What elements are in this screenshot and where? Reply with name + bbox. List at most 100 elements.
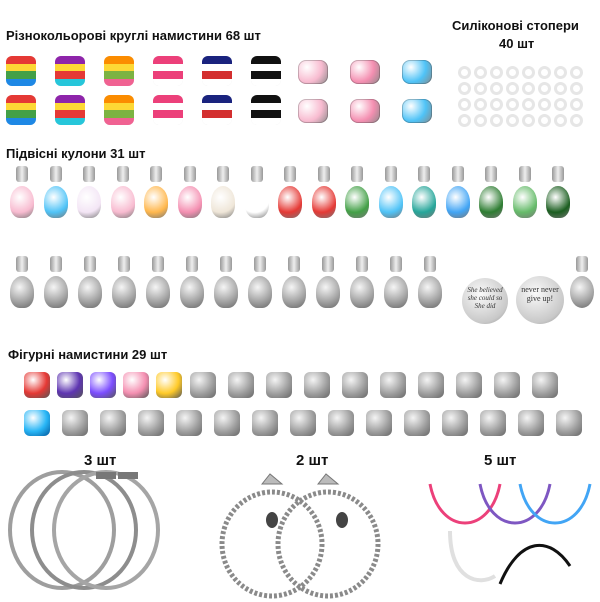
- pendant-body: [384, 276, 408, 308]
- figured-bead: [456, 372, 482, 398]
- bead-stripe: [6, 71, 36, 79]
- pendant-bail: [16, 166, 28, 182]
- pendant-bail: [186, 256, 198, 272]
- silicone-stopper: [490, 82, 503, 95]
- pendant-bail: [183, 166, 196, 182]
- bead-stripe: [202, 56, 232, 64]
- bead-stripe: [55, 71, 85, 79]
- silicone-stopper: [490, 98, 503, 111]
- bangle-2: [30, 470, 138, 590]
- pendant-charm: [142, 166, 170, 228]
- figured-bead: [214, 410, 240, 436]
- silicone-stopper: [474, 98, 487, 111]
- pendant-bail: [384, 166, 397, 182]
- pendant-bail: [451, 166, 464, 182]
- striped-bead: [6, 95, 36, 125]
- bead-stripe: [202, 63, 232, 71]
- bead-stripe: [202, 71, 232, 79]
- silicone-stopper: [554, 114, 567, 127]
- never-give-up-disc-pendant: never never give up!: [516, 276, 564, 324]
- bead-stripe: [251, 71, 281, 79]
- pendant-body: [10, 186, 34, 218]
- bangle-3: [52, 470, 160, 590]
- bead-stripe: [251, 102, 281, 110]
- silicone-stopper: [538, 114, 551, 127]
- silicone-stopper: [506, 114, 519, 127]
- never-give-up-disc-text: never never give up!: [521, 285, 559, 303]
- rhinestone-bead: [402, 60, 432, 84]
- pendant-bail: [356, 256, 368, 272]
- pendant-bail: [150, 166, 162, 182]
- bead-stripe: [153, 117, 183, 125]
- silicone-stopper: [570, 66, 583, 79]
- bead-stripe: [251, 56, 281, 64]
- silicone-stopper: [570, 82, 583, 95]
- pendant-body: [43, 186, 68, 218]
- bead-stripe: [6, 117, 36, 125]
- bead-stripe: [202, 102, 232, 110]
- pendant-body: [244, 186, 269, 218]
- silicone-stoppers-title: Силіконові стопери: [452, 18, 579, 33]
- pendant-body: [445, 186, 470, 218]
- bead-stripe: [6, 95, 36, 103]
- pendant-body: [311, 186, 336, 218]
- pendant-bail: [576, 256, 588, 272]
- pendant-body: [570, 276, 594, 308]
- cord-black: [498, 543, 572, 585]
- pendant-bail: [118, 256, 130, 272]
- pendant-body: [144, 186, 168, 218]
- pendant-body: [112, 276, 136, 308]
- pendant-charm: [42, 166, 70, 228]
- figured-bead: [156, 372, 182, 398]
- bead-stripe: [104, 110, 134, 118]
- silicone-stopper: [458, 98, 471, 111]
- silver-pendant-charm: [178, 256, 206, 318]
- bead-stripe: [6, 102, 36, 110]
- cord-bracelets: [428, 483, 592, 585]
- pendant-body: [77, 186, 101, 218]
- bead-stripe: [202, 110, 232, 118]
- silicone-stopper: [490, 66, 503, 79]
- pendant-body: [214, 276, 238, 308]
- bead-stripe: [251, 95, 281, 103]
- bead-stripe: [153, 95, 183, 103]
- figured-bead: [518, 410, 544, 436]
- believed-disc-text: She believed she could so She did: [467, 286, 503, 310]
- bead-stripe: [153, 78, 183, 86]
- cord-purple: [478, 483, 552, 525]
- bead-stripe: [104, 78, 134, 86]
- silicone-stopper: [538, 98, 551, 111]
- silver-pendant-charm: [416, 256, 444, 318]
- striped-bead: [202, 95, 232, 125]
- pendant-charm: [209, 166, 237, 228]
- bead-stripe: [55, 56, 85, 64]
- striped-bead: [202, 56, 232, 86]
- bead-stripe: [55, 110, 85, 118]
- figured-bead: [24, 372, 50, 398]
- figured-bead: [57, 372, 83, 398]
- pendant-body: [418, 276, 442, 308]
- cord-pink: [428, 483, 502, 525]
- figured-bead: [328, 410, 354, 436]
- pendant-bail: [217, 166, 229, 182]
- pendant-bail: [50, 256, 62, 272]
- pendant-bail: [220, 256, 232, 272]
- silicone-stopper: [506, 82, 519, 95]
- bead-stripe: [55, 63, 85, 71]
- figured-bead: [304, 372, 330, 398]
- silicone-stopper: [554, 66, 567, 79]
- bangles-count: 3 шт: [84, 452, 117, 469]
- bead-stripe: [55, 102, 85, 110]
- pendant-body: [412, 186, 436, 218]
- figured-bead: [252, 410, 278, 436]
- pendant-bail: [418, 166, 430, 182]
- pendant-bail: [254, 256, 266, 272]
- silicone-stopper: [474, 82, 487, 95]
- figured-bead: [494, 372, 520, 398]
- pendant-body: [546, 186, 570, 218]
- pendant-bail: [288, 256, 300, 272]
- pendant-body: [316, 276, 340, 308]
- pendant-body: [180, 276, 204, 308]
- silver-pendant-charm: [348, 256, 376, 318]
- bead-stripe: [251, 110, 281, 118]
